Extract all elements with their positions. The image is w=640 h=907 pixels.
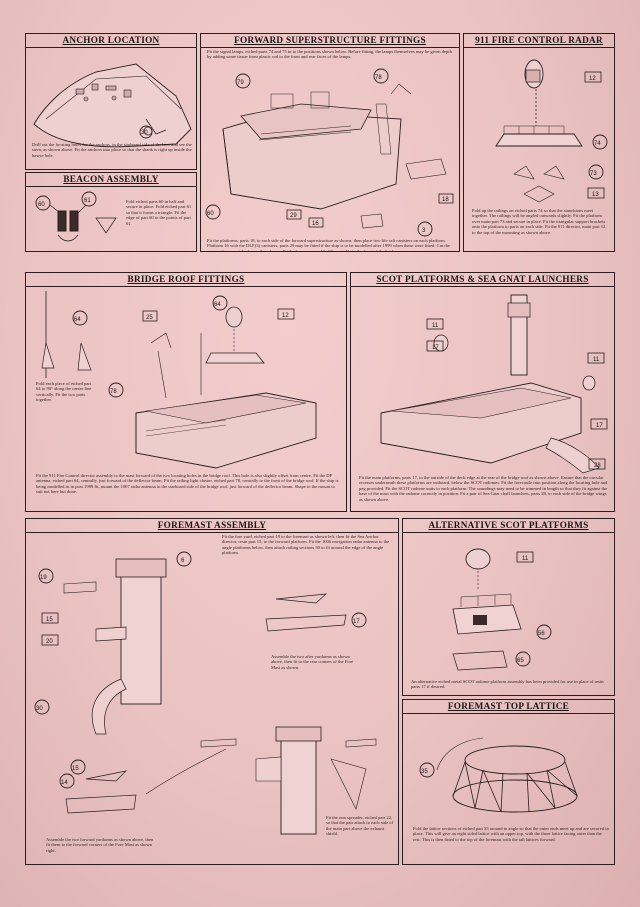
part-label: 13 — [592, 192, 599, 198]
panel-title: ALTERNATIVE SCOT PLATFORMS — [403, 519, 614, 533]
part-label: 61 — [84, 198, 91, 204]
part-label: 16 — [312, 221, 319, 227]
scot-platforms-drawing: 11 17 11 17 28 — [380, 294, 608, 474]
beacon-drawing: 60 61 — [35, 191, 117, 242]
part-label: 20 — [46, 639, 53, 645]
part-label: 17 — [596, 423, 603, 429]
part-label: 6 — [181, 558, 185, 564]
part-label: 3 — [422, 228, 426, 234]
part-label: 19 — [40, 575, 47, 581]
bridge-roof-drawing: 64 25 64 12 78 — [41, 291, 317, 469]
foremast-bottom-right-text: Fit the rear spreader, etched part 22, s… — [326, 815, 394, 837]
forward-superstructure-drawing: 79 78 60 29 16 18 3 — [205, 68, 454, 237]
radar-drawing: 12 74 73 13 — [495, 59, 608, 203]
panel-foremast-top-lattice: FOREMAST TOP LATTICE 35 Fold the lattice… — [402, 699, 615, 865]
panel-title: SCOT PLATFORMS & SEA GNAT LAUNCHERS — [351, 273, 614, 287]
panel-alternative-scot-platforms: ALTERNATIVE SCOT PLATFORMS 11 56 65 An a… — [402, 518, 615, 696]
part-label: 35 — [421, 769, 428, 775]
part-label: 12 — [589, 76, 596, 82]
alt-scot-drawing: 11 56 65 — [452, 548, 552, 671]
panel-911-fire-control-radar: 911 FIRE CONTROL RADAR 12 74 73 13 — [463, 33, 615, 252]
panel-title: ANCHOR LOCATION — [26, 34, 196, 48]
part-label: 74 — [594, 141, 601, 147]
panel-title: BEACON ASSEMBLY — [26, 173, 196, 187]
part-label: 14 — [61, 780, 68, 786]
part-label: 11 — [522, 556, 529, 562]
part-label: 73 — [590, 171, 597, 177]
panel-title: FOREMAST ASSEMBLY — [26, 519, 398, 533]
part-label: 25 — [146, 315, 153, 321]
part-label: 28 — [594, 463, 601, 469]
lattice-text: Fold the lattice sections of etched part… — [413, 826, 609, 842]
panel-forward-superstructure: FORWARD SUPERSTRUCTURE FITTINGS Fit the … — [200, 33, 460, 252]
panel-bridge-roof-fittings: BRIDGE ROOF FITTINGS 64 25 64 12 — [25, 272, 347, 512]
part-label: 64 — [214, 302, 221, 308]
part-label: 12 — [282, 313, 289, 319]
panel-title: 911 FIRE CONTROL RADAR — [464, 34, 614, 48]
foremast-top-text: Fit the fore yard, etched part 19 to the… — [222, 534, 390, 556]
panel-scot-platforms: SCOT PLATFORMS & SEA GNAT LAUNCHERS 11 1… — [350, 272, 615, 512]
alt-scot-text: An alternative etched metal SCOT radome … — [411, 679, 604, 690]
foremast-drawing: 6 19 15 20 30 17 14 15 — [34, 551, 377, 835]
part-label: 17 — [432, 345, 439, 351]
part-label: 78 — [110, 389, 117, 395]
panel-title: BRIDGE ROOF FITTINGS — [26, 273, 346, 287]
panel-title: FOREMAST TOP LATTICE — [403, 700, 614, 714]
part-label: 30 — [141, 130, 148, 136]
part-label: 17 — [353, 619, 360, 625]
bridge-roof-left-text: Fold each piece of etched part 64 to 90°… — [36, 381, 92, 403]
anchor-location-text: Drill out the locating holes for the anc… — [32, 142, 192, 158]
part-label: 64 — [74, 317, 81, 323]
panel-foremast-assembly: FOREMAST ASSEMBLY Fit the fore yard, etc… — [25, 518, 399, 865]
part-label: 56 — [538, 631, 545, 637]
part-label: 11 — [432, 323, 439, 329]
part-label: 15 — [46, 617, 53, 623]
part-label: 65 — [517, 658, 524, 664]
part-label: 60 — [38, 202, 45, 208]
forward-superstructure-bottom-text: Fit the platforms, parts 18, to each sid… — [207, 238, 451, 252]
part-label: 11 — [593, 357, 600, 363]
part-label: 78 — [375, 75, 382, 81]
beacon-assembly-text: Fold etched parts 60 in half and secure … — [126, 199, 192, 226]
radar-text: Fold up the railings on etched parts 74 … — [472, 208, 607, 235]
bridge-roof-bottom-text: Fit the 911 Fire Control director assemb… — [36, 473, 339, 495]
part-label: 60 — [207, 211, 214, 217]
part-label: 79 — [237, 80, 244, 86]
part-label: 29 — [290, 213, 297, 219]
part-label: 30 — [36, 706, 43, 712]
panel-anchor-location: ANCHOR LOCATION 30 Drill out the locatin… — [25, 33, 197, 170]
panel-beacon-assembly: BEACON ASSEMBLY 60 61 Fold etched parts … — [25, 172, 197, 252]
lattice-drawing: 35 — [419, 737, 578, 813]
part-label: 15 — [72, 766, 79, 772]
part-label: 18 — [442, 197, 449, 203]
scot-platforms-text: Fit the main platforms, parts 17, to the… — [359, 475, 608, 502]
panel-title: FORWARD SUPERSTRUCTURE FITTINGS — [201, 34, 459, 48]
foremast-bottom-left-text: Assemble the two forward yardarms as sho… — [46, 837, 154, 853]
forward-superstructure-top-text: Fit the signal lamps, etched parts 74 an… — [207, 49, 452, 60]
anchor-bow-drawing: 30 — [33, 63, 192, 148]
foremast-mid-text: Assemble the two after yardarms as shown… — [271, 654, 354, 670]
